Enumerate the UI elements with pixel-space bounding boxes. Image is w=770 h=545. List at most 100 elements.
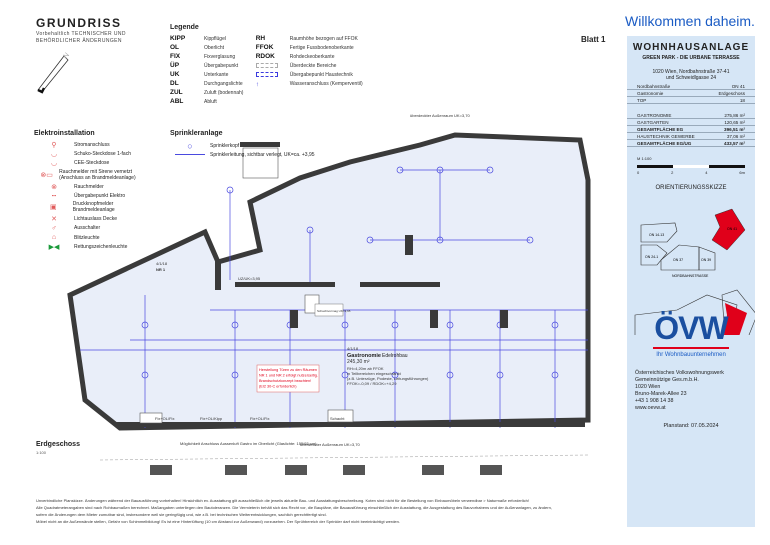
sprinkler-head-icon: ○ <box>187 140 193 151</box>
legend-value: Fertige Fussbodenoberkante <box>289 44 354 51</box>
legend-value: Zuluft (bodennah) <box>204 89 244 96</box>
legend-label: CEE-Steckdose <box>74 160 110 167</box>
plan-date: Planstand: 07.05.2024 <box>663 423 719 429</box>
legend-key: OL <box>170 44 180 51</box>
power-outlet-icon: ⚲ <box>51 141 57 149</box>
room-note: RH=4,20m ab FFOK <box>347 366 384 371</box>
exit-sign-icon: ▶◀ <box>48 244 60 252</box>
street-label: NORDBAHNSTRASSE <box>672 274 709 278</box>
legend-value: Überdeckte Bereiche <box>289 62 337 69</box>
legend-row: ↑ Wasseranschluss (Kemperventil) <box>255 79 370 89</box>
address-line: und Schweidlgasse 24 <box>665 75 717 81</box>
switch-icon: ♂ <box>51 224 57 232</box>
address-line: 1020 Wien, Nordbahnstraße 37-41 <box>652 69 730 75</box>
water-valve-icon: ↑ <box>255 81 259 88</box>
legend-value: Rohdeckeoberkante <box>289 53 335 60</box>
window-label: Fix+OL/Kipp <box>200 416 223 421</box>
page-title: GRUNDRISS <box>36 16 122 30</box>
legend-key: RDOK <box>255 53 275 60</box>
legend-value: Oberlicht <box>204 44 225 51</box>
legend-value: Wasseranschluss (Kemperventil) <box>289 80 363 87</box>
scale-tick: 4 <box>705 169 708 175</box>
legend-row: RDOK Rohdeckeoberkante <box>256 52 370 61</box>
legend-label: Rauchmelder <box>74 183 104 190</box>
legend-label: Übergabepunkt Elektro <box>74 192 126 199</box>
legend-key: ZUL <box>170 89 183 96</box>
legend-key: ABL <box>170 98 184 105</box>
covered-area-bottom-label: überdeckter Außenraum UK=3,70 <box>300 442 360 447</box>
legend-row: ▣Druckknopfmelder Brandmeldeanlage <box>34 200 154 214</box>
legend-key: FFOK <box>255 44 274 51</box>
meta-label: Nordbahnstraße <box>637 83 671 89</box>
legend-label: Lichtauslass Decke <box>74 216 118 223</box>
room-id: 4/1/18 <box>347 346 359 351</box>
legend-label: Blitzleuchte <box>74 234 100 241</box>
block-label: ON 24-1 <box>645 255 658 259</box>
legend-value: Übergabepunkt <box>204 62 239 69</box>
area-label: GASTRONOMIE <box>637 112 672 118</box>
shaft-label: Schacht <box>330 416 345 421</box>
uk-label: UZ/UK=3,95 <box>238 276 261 281</box>
scale-label: M 1:100 <box>637 156 652 161</box>
floor-label: Erdgeschoss <box>36 441 80 448</box>
disclaimer-line: sofern die Änderungen dem Mieter zumutba… <box>36 512 327 517</box>
legend-row: ⚲ Stromanschluss <box>34 140 154 149</box>
ovw-logo: ÖVW <box>654 309 728 346</box>
room-note: in Teilbereichen eingeschränkt <box>347 371 402 376</box>
legend-key: UK <box>170 71 180 78</box>
elektro-legend: Elektroinstallation ⚲Stromanschluss◡Schu… <box>34 130 154 252</box>
legend-label: Stromanschluss <box>74 141 110 148</box>
legend-row: ✕ Lichtauslass Decke <box>34 214 154 223</box>
legend-value: Durchgangslichte <box>204 80 243 87</box>
meta-value: 18 <box>739 97 745 103</box>
legend-row: Übergabepunkt Haustechnik <box>255 70 370 79</box>
legend-key: ÜP <box>170 62 180 69</box>
orientation-heading: ORIENTIERUNGSSKIZZE <box>655 184 727 191</box>
legend-value: Abluft <box>204 98 217 105</box>
company-line: 1020 Wien <box>635 384 661 390</box>
elektro-heading: Elektroinstallation <box>34 130 95 137</box>
legend-label: Druckknopfmelder Brandmeldeanlage <box>72 201 115 214</box>
area-value: 396,51 m² <box>724 126 745 132</box>
disclaimer-line: Alle Quadratmeterangaben sind nach Rohba… <box>36 505 552 510</box>
red-note-line: (EI2 30-C erforderlich) <box>259 385 297 389</box>
legend-row: ┅Übergabepunkt Elektro <box>34 191 154 200</box>
sprinkler-legend: Sprinkleranlage ○Sprinklerkopf Sprinkler… <box>170 130 370 160</box>
legend-label: Rettungszeichenleuchte <box>74 244 128 251</box>
legend-row: ♂Ausschalter <box>34 224 154 233</box>
legend-row: ⊗Rauchmelder <box>34 182 154 191</box>
smoke-detector-siren-icon: ⊗▭ <box>40 171 53 179</box>
legend-row: ZUL Zuluft (bodennah) <box>170 88 256 97</box>
sprinkler-line-icon <box>170 151 210 158</box>
project-name: GREEN PARK - DIE URBANE TERRASSE <box>642 55 740 61</box>
company-line: Österreichisches Volkswohnungswerk <box>635 370 724 376</box>
legend-label: Rauchmelder mit Sirene vernetzt (Anschlu… <box>59 168 136 181</box>
block-label: ON 41 <box>727 227 737 231</box>
block-label: ON 39 <box>701 258 711 262</box>
sheet-number: Blatt 1 <box>581 35 606 44</box>
room-id: 4/1/18 <box>156 261 168 266</box>
meta-label: Gastronomie <box>637 90 664 96</box>
disclaimer-line: Unverbindliche Planskizze. Änderungen wä… <box>36 498 529 503</box>
legend-row: ABL Abluft <box>170 97 256 106</box>
slogan: Ihr Wohnbauunternehmen <box>656 352 726 358</box>
legend-key: RH <box>255 35 266 42</box>
legend-row: ⊗▭ Rauchmelder mit Sirene vernetzt (Ansch… <box>34 168 154 182</box>
company-line: Bruno-Marek-Allee 23 <box>635 391 687 397</box>
legend-label: Schuko-Steckdose 1-fach <box>74 150 131 157</box>
disclaimer: Unverbindliche Planskizze. Änderungen wä… <box>36 497 596 525</box>
legend-key <box>255 72 278 77</box>
red-note: Herstellung Türen zu den Räumen NR 1 und… <box>259 368 318 389</box>
plan-scale: 1:100 <box>36 450 47 455</box>
floor-plan: überdeckter Außenraum UK=3,70 überdeckte… <box>67 113 591 475</box>
ceiling-light-icon: ✕ <box>51 216 57 224</box>
company-line: +43 1 908 14 38 <box>635 398 674 404</box>
